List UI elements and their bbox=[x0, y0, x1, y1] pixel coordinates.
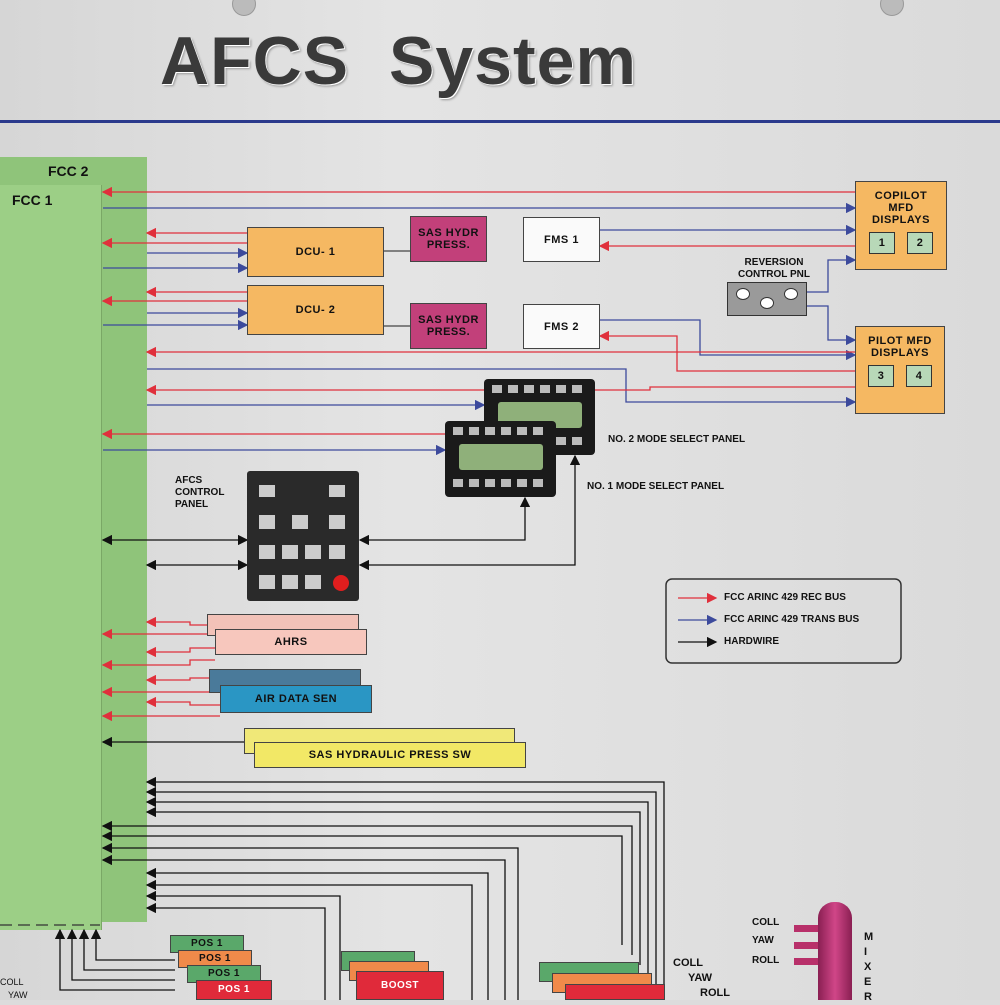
mixer-arm-roll bbox=[794, 958, 822, 965]
display-2: 2 bbox=[907, 232, 933, 254]
legend-trans-bus: FCC ARINC 429 TRANS BUS bbox=[724, 614, 860, 625]
display-3: 3 bbox=[868, 365, 894, 387]
mixer-arm-yaw bbox=[794, 942, 822, 949]
copilot-mfd-displays: COPILOT MFD DISPLAYS 1 2 bbox=[855, 181, 947, 270]
mixer-label: MIXER bbox=[864, 931, 874, 1003]
fcc1-label: FCC 1 bbox=[12, 192, 53, 208]
display-4: 4 bbox=[906, 365, 932, 387]
afcs-control-panel bbox=[247, 471, 359, 601]
mode-select-2-label: NO. 2 MODE SELECT PANEL bbox=[608, 434, 746, 445]
dcu2-box: DCU- 2 bbox=[247, 285, 384, 335]
bottom-yaw-label: YAW bbox=[688, 972, 713, 984]
reversion-control-panel bbox=[727, 282, 807, 316]
legend-hardwire: HARDWIRE bbox=[724, 636, 779, 647]
mixer-arm-coll bbox=[794, 925, 822, 932]
boost-box: BOOST bbox=[356, 971, 444, 1000]
fcc2-label: FCC 2 bbox=[48, 163, 89, 179]
copilot-mfd-title: COPILOT MFD DISPLAYS bbox=[871, 190, 930, 226]
legend-rec-bus: FCC ARINC 429 REC BUS bbox=[724, 592, 846, 603]
mixer-coll-label: COLL bbox=[752, 917, 780, 928]
fms1-box: FMS 1 bbox=[523, 217, 600, 262]
mixer-yaw-label: YAW bbox=[752, 935, 774, 946]
display-1: 1 bbox=[869, 232, 895, 254]
sas-hydr-press-2: SAS HYDR PRESS. bbox=[410, 303, 487, 349]
left-coll-label: COLL bbox=[0, 977, 24, 987]
actuator-box bbox=[565, 984, 665, 1000]
fms2-box: FMS 2 bbox=[523, 304, 600, 349]
bottom-roll-label: ROLL bbox=[700, 987, 730, 999]
page-title: AFCS System bbox=[160, 23, 637, 99]
ahrs-box: AHRS bbox=[215, 629, 367, 655]
sas-hydraulic-press-sw-box: SAS HYDRAULIC PRESS SW bbox=[254, 742, 526, 768]
fcc1-block bbox=[0, 185, 102, 930]
air-data-sen-box: AIR DATA SEN bbox=[220, 685, 372, 713]
title-divider bbox=[0, 120, 1000, 123]
mixer-roll-label: ROLL bbox=[752, 955, 780, 966]
mode-select-panel-1 bbox=[445, 421, 556, 497]
pilot-mfd-displays: PILOT MFD DISPLAYS 3 4 bbox=[855, 326, 945, 414]
pos1-box-d: POS 1 bbox=[196, 980, 272, 1000]
bottom-coll-label: COLL bbox=[673, 957, 703, 969]
left-yaw-label: YAW bbox=[8, 990, 28, 1000]
mixer-cylinder bbox=[818, 902, 852, 1000]
afcs-control-panel-label: AFCS CONTROL PANEL bbox=[175, 475, 225, 510]
reversion-control-label: REVERSION CONTROL PNL bbox=[737, 257, 811, 280]
sas-hydr-press-1: SAS HYDR PRESS. bbox=[410, 216, 487, 262]
mode-select-1-label: NO. 1 MODE SELECT PANEL bbox=[587, 481, 725, 492]
dcu1-box: DCU- 1 bbox=[247, 227, 384, 277]
pilot-mfd-title: PILOT MFD DISPLAYS bbox=[868, 335, 932, 359]
